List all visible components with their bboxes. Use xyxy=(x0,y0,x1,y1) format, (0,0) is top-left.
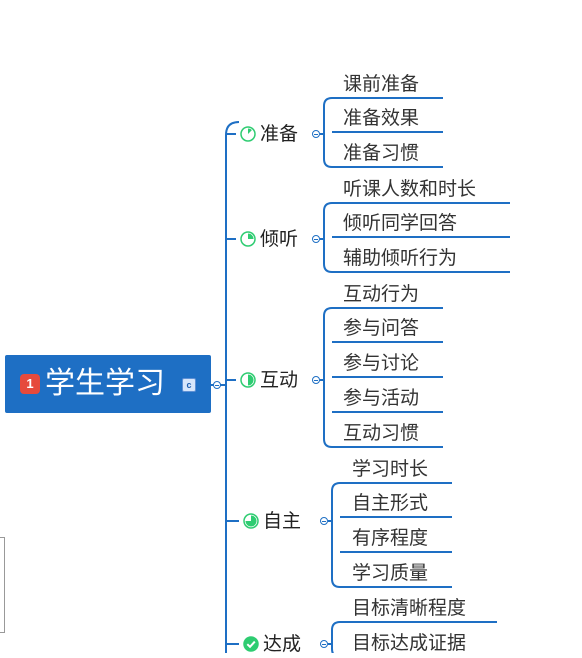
child-bracket xyxy=(323,307,333,448)
progress-icon xyxy=(240,229,256,253)
leaf-topic[interactable]: 参与活动 xyxy=(343,387,420,409)
leaf-topic[interactable]: 互动习惯 xyxy=(343,422,420,444)
child-bracket xyxy=(331,482,341,588)
child-bracket xyxy=(323,202,333,273)
branch-topic[interactable]: 自主 xyxy=(243,509,301,535)
child-bracket xyxy=(323,97,333,168)
branch-topic[interactable]: 互动 xyxy=(240,368,298,394)
leaf-topic[interactable]: 准备习惯 xyxy=(343,142,420,164)
leaf-topic[interactable]: 互动行为 xyxy=(343,283,420,305)
branch-collapse-toggle[interactable] xyxy=(312,235,320,243)
branch-topic[interactable]: 准备 xyxy=(240,122,298,148)
leaf-topic[interactable]: 参与讨论 xyxy=(343,352,420,374)
check-icon xyxy=(243,634,259,658)
root-topic[interactable]: 1 学生学习 c xyxy=(5,355,211,413)
leaf-topic[interactable]: 自主形式 xyxy=(352,492,429,514)
leaf-topic[interactable]: 目标清晰程度 xyxy=(352,597,467,619)
trunk-top-curve xyxy=(225,121,240,136)
branch-collapse-toggle[interactable] xyxy=(312,130,320,138)
branch-label: 倾听 xyxy=(260,228,299,250)
branch-topic[interactable]: 达成 xyxy=(243,632,301,658)
progress-icon xyxy=(243,511,259,535)
leaf-topic[interactable]: 倾听同学回答 xyxy=(343,212,458,234)
note-icon[interactable]: c xyxy=(182,378,196,392)
leaf-topic[interactable]: 有序程度 xyxy=(352,527,429,549)
leaf-topic[interactable]: 学习质量 xyxy=(352,562,429,584)
root-title: 学生学习 xyxy=(45,366,165,401)
child-bracket xyxy=(331,621,341,653)
branch-label: 互动 xyxy=(260,369,299,391)
branch-label: 达成 xyxy=(263,633,302,655)
branch-label: 自主 xyxy=(263,510,302,532)
leaf-topic[interactable]: 辅助倾听行为 xyxy=(343,247,458,269)
branch-collapse-toggle[interactable] xyxy=(320,517,328,525)
leaf-topic[interactable]: 听课人数和时长 xyxy=(343,178,477,200)
progress-icon xyxy=(240,124,256,148)
priority-badge: 1 xyxy=(20,374,40,394)
leaf-topic[interactable]: 学习时长 xyxy=(352,458,429,480)
branch-label: 准备 xyxy=(260,123,299,145)
branch-collapse-toggle[interactable] xyxy=(320,640,328,648)
progress-icon xyxy=(240,370,256,394)
root-collapse-toggle[interactable] xyxy=(213,381,221,389)
leaf-topic[interactable]: 目标达成证据 xyxy=(352,632,467,654)
leaf-topic[interactable]: 参与问答 xyxy=(343,317,420,339)
branch-collapse-toggle[interactable] xyxy=(312,376,320,384)
leaf-topic[interactable]: 准备效果 xyxy=(343,107,420,129)
offscreen-panel-edge xyxy=(0,537,5,633)
branch-topic[interactable]: 倾听 xyxy=(240,227,298,253)
leaf-topic[interactable]: 课前准备 xyxy=(343,73,420,95)
